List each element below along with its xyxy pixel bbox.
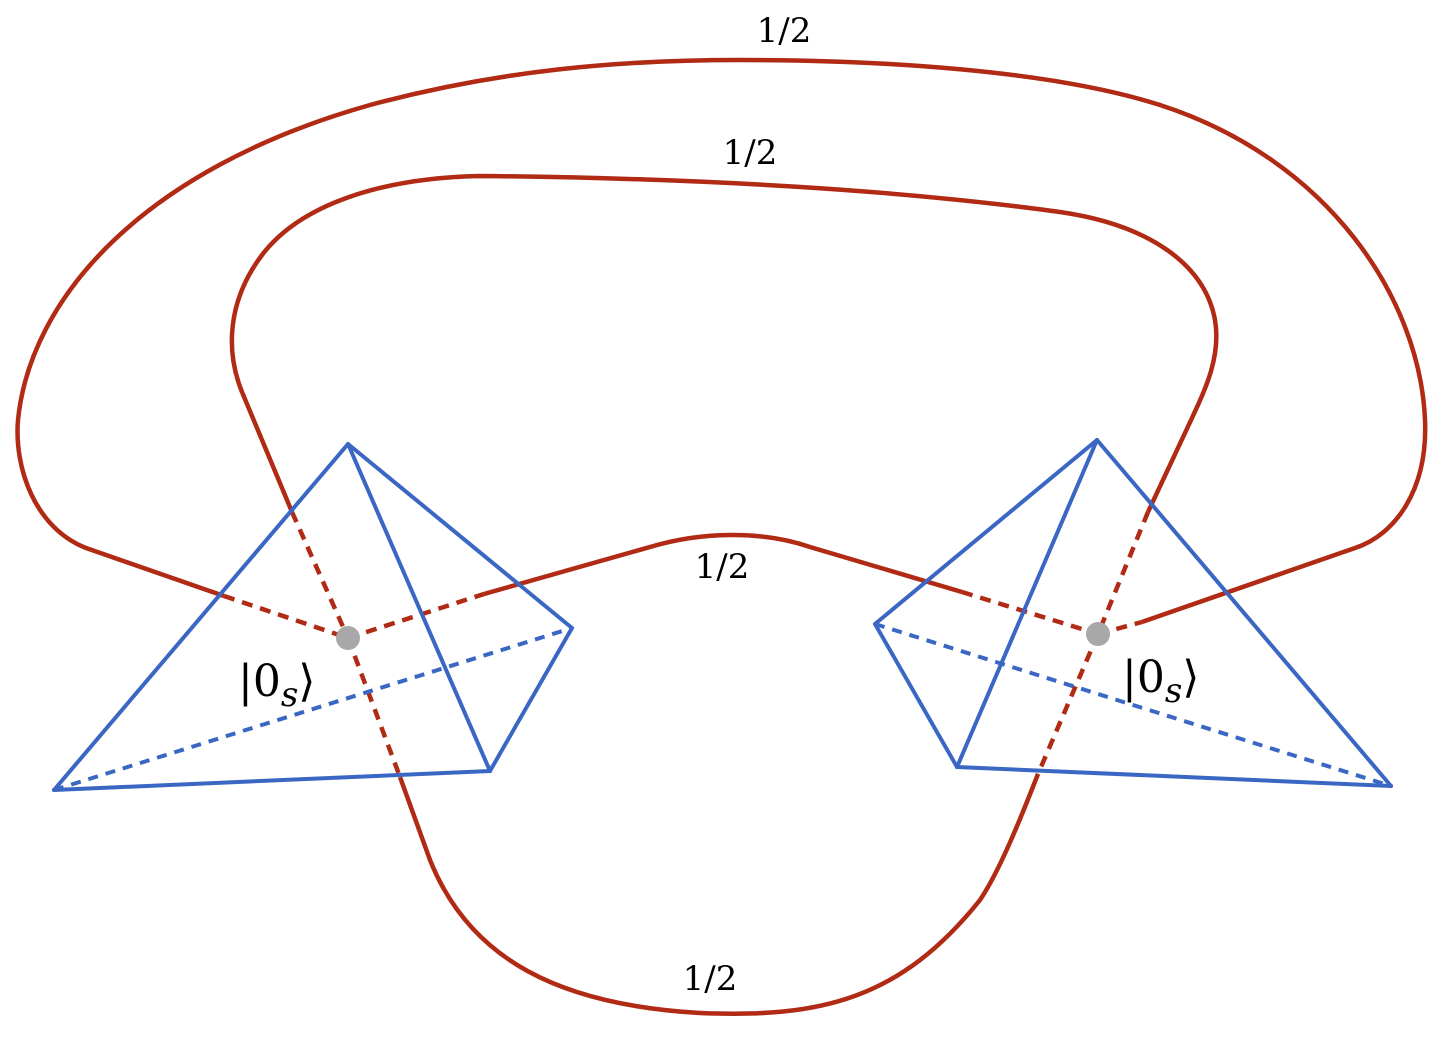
state-subscript: s [281,675,298,715]
edge-label-middle: 1/2 [695,547,750,587]
inner-loop-edge [229,173,1219,513]
bottom-loop-edge [397,773,1041,1016]
state-ket-open: |0 [1122,652,1165,703]
edge-label-bottom: 1/2 [683,959,738,999]
right-state-label: |0s⟩ [1122,652,1199,711]
tetrahedron-edge [488,626,574,773]
left-hidden-link-dash [345,637,403,778]
right-hidden-link-dash [961,589,1099,637]
tetrahedron-edge [955,438,1099,769]
tetrahedron-edge [52,769,492,792]
right-tetrahedron [873,438,1393,788]
tetrahedron-edge [873,438,1099,626]
edge-label-outer: 1/2 [757,11,812,51]
tetrahedron-edge [955,765,1393,788]
left-tetrahedron [52,442,574,792]
tetrahedron-edge [52,442,350,792]
left-node-dot [336,626,360,650]
right-hidden-link-dash [1035,633,1101,775]
right-node-dot [1086,622,1110,646]
state-ket-open: |0 [238,656,281,707]
left-hidden-link-dash [289,511,351,639]
left-hidden-link-dash [223,593,349,641]
left-state-label: |0s⟩ [238,656,315,715]
middle-bridge-edge [483,532,963,597]
state-ket-close: ⟩ [298,656,315,707]
tetrahedron-edge [346,442,492,773]
tetrahedron-hidden-edge [53,626,573,792]
tetrahedron-edge [346,442,574,630]
outer-loop-edge [15,57,1428,625]
edge-label-inner: 1/2 [723,133,778,173]
state-subscript: s [1165,671,1182,711]
right-hidden-link-dash [1095,511,1151,635]
left-hidden-link-dash [347,591,485,641]
tetrahedron-edge [1095,438,1393,788]
tetrahedron-hidden-edge [874,622,1392,788]
tetrahedron-edge [873,622,959,769]
state-ket-close: ⟩ [1182,652,1199,703]
link-edges [15,57,1428,1016]
